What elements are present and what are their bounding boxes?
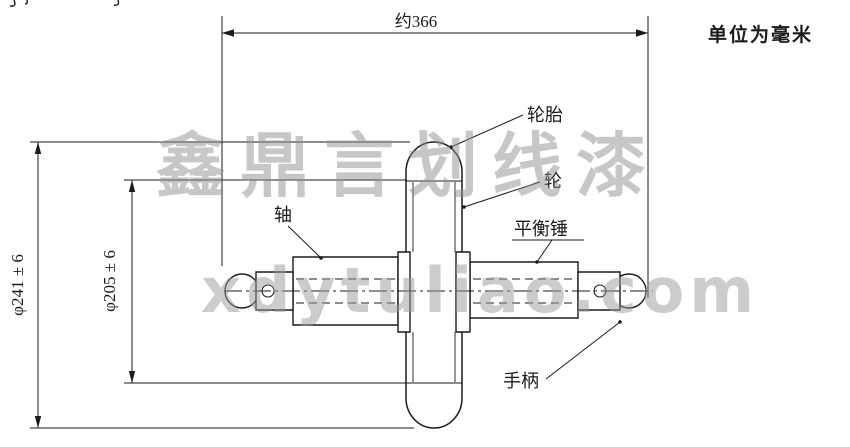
cropped-glyph-stroke: [10, 0, 15, 6]
leader-dot: [449, 145, 453, 149]
cropped-glyph-stroke: [114, 0, 119, 5]
tire-label: 轮胎: [527, 105, 563, 125]
leader-dot: [319, 256, 323, 260]
leader-dot: [462, 205, 466, 209]
handle-label: 手柄: [503, 371, 539, 391]
hub-collar-left: [398, 252, 410, 332]
watermark-line1: 鑫鼎言划线漆: [156, 125, 660, 207]
hidden-shaft-lines: [296, 279, 575, 303]
arrowhead-down: [128, 371, 136, 383]
wheel-diameter-value: φ205 ± 6: [100, 250, 119, 312]
arrowhead-right: [636, 29, 648, 37]
leader-line-wheel: [464, 182, 540, 207]
leader-dot: [535, 260, 539, 264]
wheel-label: 轮: [544, 171, 562, 191]
balance-weight-label: 平衡锤: [514, 219, 568, 239]
watermark: 鑫鼎言划线漆 xdytuliao.com: [156, 125, 759, 327]
dimension-overall-length: 约366: [222, 12, 648, 298]
part-labels: 轮胎 轮 轴 平衡锤 手柄: [274, 105, 622, 391]
unit-note: 单位为毫米: [708, 23, 813, 46]
leader-dot: [618, 320, 622, 324]
overall-length-value: 约366: [395, 12, 438, 31]
arrowhead-down: [34, 416, 42, 428]
arrowhead-up: [34, 142, 42, 154]
hub-collar-right: [456, 252, 470, 332]
tire-diameter-value: φ241 ± 6: [8, 254, 27, 316]
dimension-tire-diameter: φ241 ± 6: [8, 142, 414, 428]
cropped-caption-fragment: [10, 0, 119, 6]
cropped-glyph-stroke: [25, 0, 27, 4]
leader-line-axle: [288, 226, 321, 258]
watermark-line2: xdytuliao.com: [201, 254, 759, 327]
arrowhead-up: [128, 180, 136, 192]
leader-line-tire: [451, 115, 523, 147]
axle-assembly: [224, 252, 653, 332]
leader-line-handle: [546, 322, 620, 379]
leader-line-balance-weight: [537, 240, 552, 262]
dimension-wheel-diameter: φ205 ± 6: [100, 180, 407, 383]
arrowhead-left: [222, 29, 234, 37]
axle-label: 轴: [274, 205, 292, 225]
